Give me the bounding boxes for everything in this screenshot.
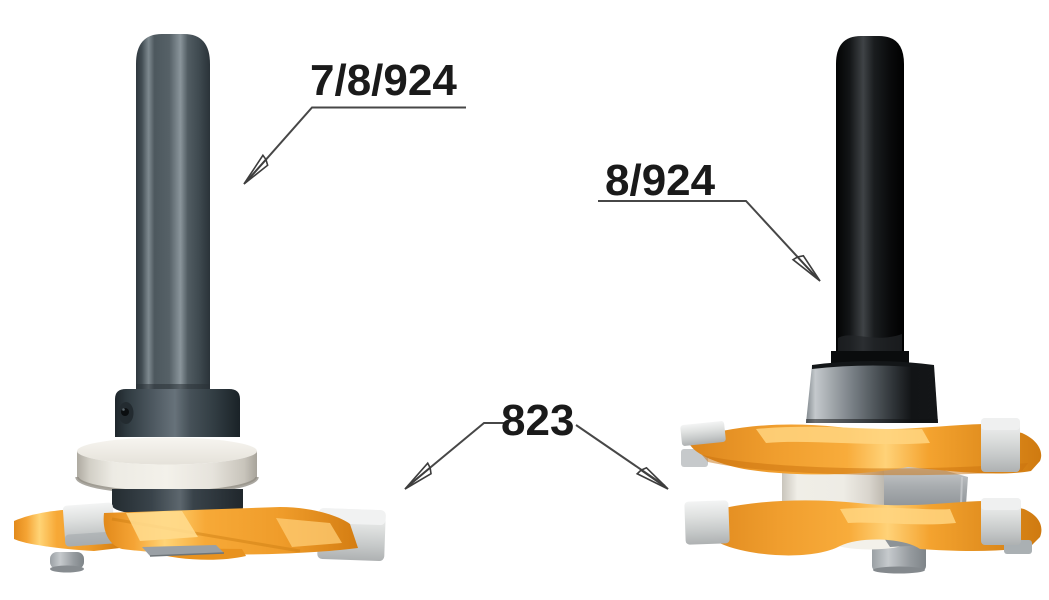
highlight [276,518,342,547]
right-collar-bottom-shade [806,419,938,423]
bottom-cutter-carbide-left [684,500,730,545]
right-shank-gloss [838,334,902,351]
highlight [840,507,956,525]
left-bearing [77,451,257,493]
bottom-cutter-carbide-right-top [981,498,1021,510]
arrowhead-cutter-left [404,461,432,490]
highlight [126,511,198,541]
left-cutter-carbide-tip-left [62,502,116,547]
left-router-bit [14,34,386,573]
right-router-bit [680,36,1042,574]
left-locking-collar [115,389,240,437]
left-arbor-nut [50,552,84,569]
leader-line-cutter-left [407,422,505,487]
right-collar-top-rim [812,361,934,369]
left-shank [136,34,210,391]
label-left-bit-part-number: 7/8/924 [310,56,457,105]
sliver-shadow [149,552,225,557]
leader-line-left-shank [246,106,466,182]
arrowhead-cutter-right [635,466,669,490]
right-shank [836,36,904,351]
top-cutter-carbide-right-top [981,418,1020,430]
leader-line-right-shank [598,200,818,279]
set-screw-hole [121,408,129,416]
left-slot-cutter [14,502,386,573]
top-cutter-carbide-right [981,418,1020,472]
right-bottom-slot-cutter [684,498,1042,556]
right-top-slot-cutter [680,418,1042,476]
facet-edge-highlight [960,476,963,506]
top-cutter-bottom-lip [702,455,1028,476]
right-arbor-nut [872,544,926,571]
right-arbor-nut-base [873,566,925,574]
label-cutter-part-number: 823 [501,396,575,445]
arrowhead-right-shank [791,254,821,282]
label-right-bit-part-number: 8/924 [605,156,716,205]
left-bearing-top [77,437,257,465]
left-hub [112,489,243,515]
left-arbor-nut-base [50,565,84,573]
left-shank-neck-shadow [136,384,210,391]
bottom-cutter-body [692,500,1042,556]
leader-arrowheads [243,153,821,490]
set-screw-glint [122,408,125,411]
top-cutter-carbide-upper-left [680,421,726,446]
arrowhead-left-shank [243,153,269,185]
highlight [756,426,930,445]
right-arbor-collar [806,365,938,423]
